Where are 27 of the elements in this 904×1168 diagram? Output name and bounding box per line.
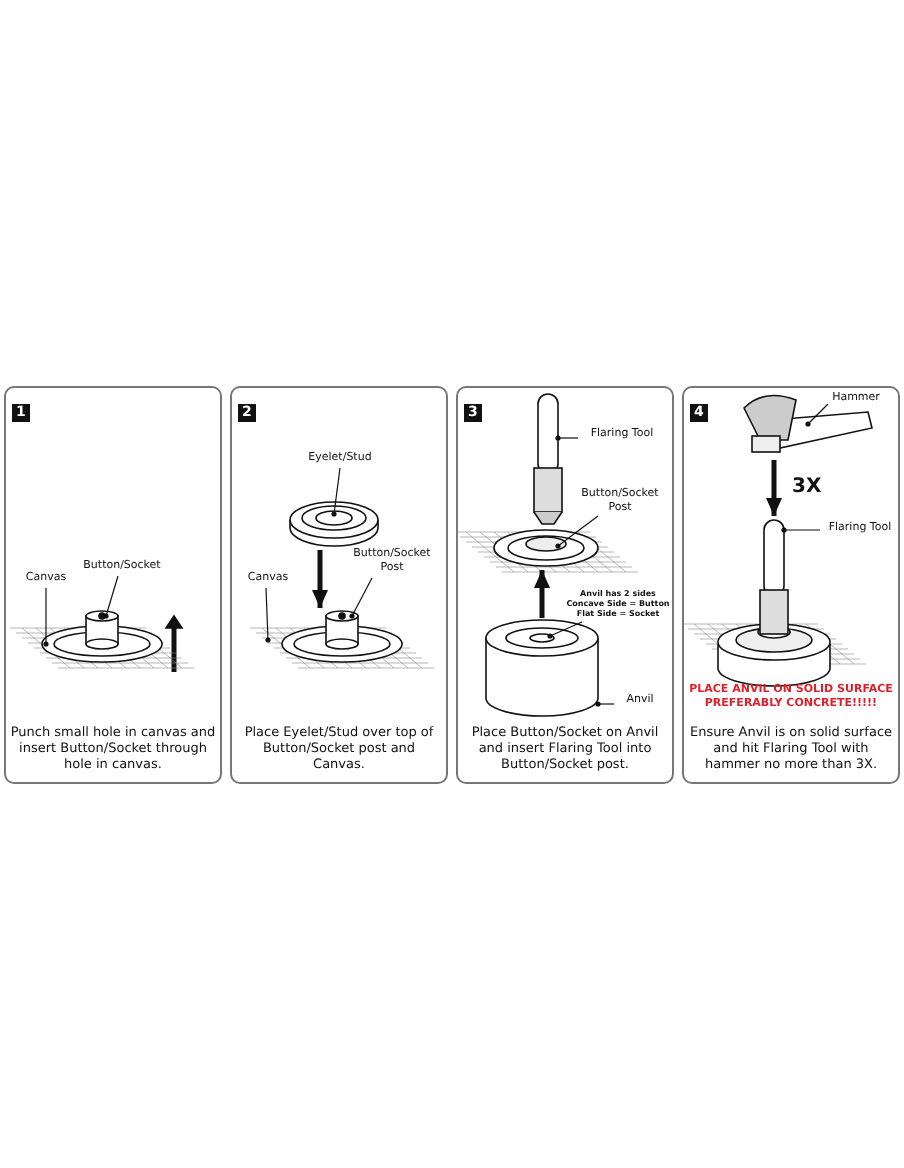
step-panel <box>456 386 674 784</box>
eyelet-drawing <box>289 501 379 547</box>
leader-line <box>781 527 821 533</box>
leader-line <box>349 577 373 619</box>
leader-line <box>805 403 829 427</box>
step-panel <box>682 386 900 784</box>
anvil-drawing <box>485 619 599 717</box>
leader-line <box>331 467 341 517</box>
leader-line <box>103 575 119 619</box>
flaring-tool-drawing <box>759 519 789 635</box>
leader-line <box>595 701 615 707</box>
leader-line <box>547 621 583 639</box>
leader-line <box>43 587 49 647</box>
canvas-drawing <box>249 610 435 669</box>
arrow <box>312 550 328 608</box>
step-panel <box>230 386 448 784</box>
socket-drawing <box>41 610 163 663</box>
step-panel <box>4 386 222 784</box>
leader-line <box>555 515 599 549</box>
arrow <box>766 460 782 516</box>
socket-drawing <box>281 610 403 663</box>
canvas-drawing <box>9 610 195 669</box>
leader-line <box>265 587 271 643</box>
leader-line <box>555 435 579 441</box>
socket-drawing <box>493 529 599 567</box>
flaring-tool-drawing <box>533 393 563 525</box>
arrow <box>534 570 550 618</box>
